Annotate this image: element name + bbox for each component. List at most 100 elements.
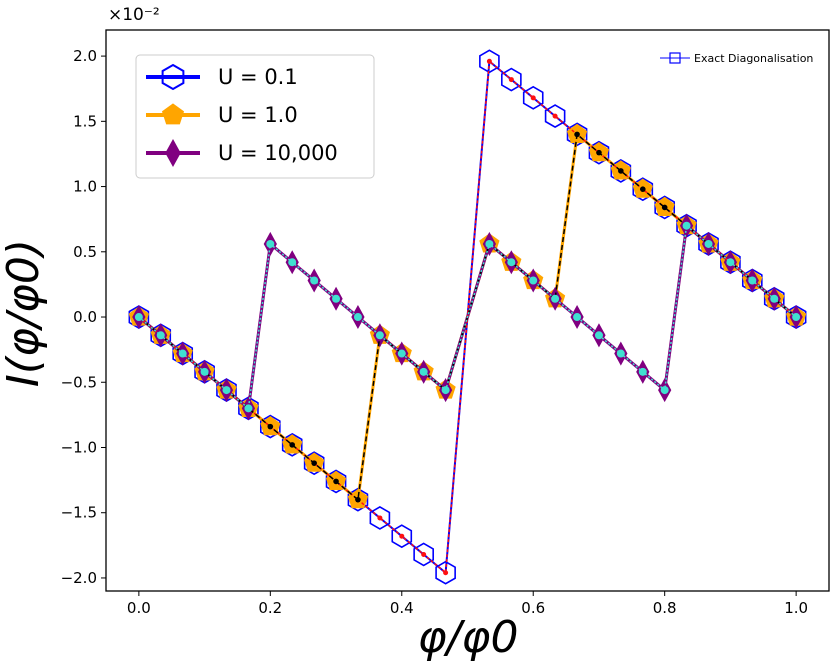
exact-dot-u10000-4 bbox=[222, 386, 231, 395]
y-tick-label-3: −0.5 bbox=[61, 373, 97, 391]
exact-dot-u10-22 bbox=[639, 186, 646, 192]
exact-dot-u10000-18 bbox=[551, 294, 560, 303]
exact-dot-u01-12 bbox=[399, 533, 405, 539]
exact-dot-u10000-24 bbox=[682, 221, 691, 230]
exact-dot-u10000-12 bbox=[397, 349, 406, 358]
y-tick-label-4: 0.0 bbox=[73, 308, 97, 326]
legend-label-u10000: U = 10,000 bbox=[218, 141, 338, 165]
marker-u01-20 bbox=[588, 140, 610, 165]
exact-dot-u10000-27 bbox=[748, 276, 757, 285]
y-tick-label-8: 2.0 bbox=[73, 47, 97, 65]
legend-item-u10000: U = 10,000 bbox=[146, 138, 338, 168]
legend-item-u01: U = 0.1 bbox=[146, 63, 298, 91]
marker-u01-23 bbox=[654, 195, 676, 220]
exact-dot-u10000-17 bbox=[529, 276, 538, 285]
exact-dot-u10-8 bbox=[311, 460, 317, 466]
exact-line-u10000 bbox=[138, 224, 797, 410]
exact-dot-u01-17 bbox=[530, 95, 536, 101]
legend-marker-diamond bbox=[165, 138, 181, 168]
marker-u01-18 bbox=[544, 104, 566, 129]
legend-label-u01: U = 0.1 bbox=[218, 65, 298, 89]
marker-u01-14 bbox=[435, 560, 456, 585]
exact-dot-u10000-13 bbox=[419, 367, 428, 376]
legend-label-exact: Exact Diagonalisation bbox=[694, 52, 813, 65]
marker-u01-16 bbox=[501, 67, 522, 92]
exact-dot-u10000-9 bbox=[332, 294, 341, 303]
legend-marker-pentagon bbox=[161, 103, 185, 125]
exact-dot-u01-15 bbox=[486, 58, 492, 64]
x-axis-label: φ/φ0 bbox=[418, 612, 519, 663]
y-tick-label-2: −1.0 bbox=[61, 438, 97, 456]
y-axis-label: I(φ/φ0) bbox=[0, 239, 49, 387]
exact-dot-u10000-23 bbox=[660, 386, 669, 395]
exact-dot-u10000-14 bbox=[441, 386, 450, 395]
exact-dot-u10000-6 bbox=[266, 239, 275, 248]
series-exact bbox=[134, 58, 801, 576]
exact-dot-u10000-7 bbox=[288, 258, 297, 267]
legend-secondary: Exact Diagonalisation bbox=[660, 52, 813, 65]
legend-label-u10: U = 1.0 bbox=[218, 103, 298, 127]
y-offset-text: ×10⁻² bbox=[108, 5, 160, 25]
y-tick-label-1: −1.5 bbox=[61, 504, 97, 522]
exact-dot-u10000-25 bbox=[704, 239, 713, 248]
y-tick-label-6: 1.0 bbox=[73, 178, 97, 196]
exact-dot-u10000-22 bbox=[638, 367, 647, 376]
marker-u01-17 bbox=[522, 85, 544, 110]
exact-dot-u10-19 bbox=[574, 131, 580, 138]
marker-u01-10 bbox=[347, 487, 369, 512]
x-tick-label-5: 1.0 bbox=[784, 599, 808, 617]
x-tick-label-1: 0.2 bbox=[258, 599, 282, 617]
marker-u01-7 bbox=[281, 432, 303, 457]
exact-dot-u10000-8 bbox=[310, 276, 319, 285]
exact-dot-u01-16 bbox=[508, 77, 514, 83]
exact-dot-u10000-26 bbox=[726, 258, 735, 267]
exact-dot-u10000-19 bbox=[573, 313, 582, 322]
x-tick-label-2: 0.4 bbox=[390, 599, 414, 617]
exact-dot-u10000-11 bbox=[375, 331, 384, 340]
exact-dot-u01-11 bbox=[377, 515, 383, 521]
marker-u01-6 bbox=[259, 414, 281, 439]
exact-dot-u10-7 bbox=[289, 442, 296, 448]
exact-dot-u01-13 bbox=[421, 551, 427, 557]
exact-dot-u10000-16 bbox=[507, 258, 516, 267]
legend-frame bbox=[135, 54, 375, 179]
exact-dot-u10-20 bbox=[596, 149, 602, 156]
marker-u01-15 bbox=[479, 49, 500, 74]
exact-dot-u10000-3 bbox=[200, 367, 209, 376]
marker-u01-11 bbox=[369, 506, 391, 530]
y-tick-label-0: −2.0 bbox=[61, 569, 97, 587]
marker-u01-13 bbox=[413, 542, 434, 567]
legend-item-u10: U = 1.0 bbox=[146, 103, 298, 127]
exact-dot-u10000-0 bbox=[134, 313, 143, 322]
marker-u01-21 bbox=[610, 158, 632, 183]
exact-dot-u10000-10 bbox=[353, 313, 362, 322]
exact-dot-u10000-2 bbox=[178, 349, 187, 358]
exact-dot-u10000-20 bbox=[594, 331, 603, 340]
marker-u01-9 bbox=[325, 469, 347, 494]
x-tick-label-4: 0.8 bbox=[653, 599, 677, 617]
exact-dot-u01-14 bbox=[443, 570, 449, 576]
exact-dot-u10-6 bbox=[267, 423, 274, 430]
exact-dot-u10-10 bbox=[355, 496, 361, 503]
exact-dot-u10000-15 bbox=[485, 239, 494, 248]
exact-dot-u10000-1 bbox=[156, 331, 165, 340]
marker-u01-12 bbox=[391, 524, 413, 549]
series-layer bbox=[128, 49, 807, 585]
x-tick-label-0: 0.0 bbox=[127, 599, 151, 617]
exact-dot-u10-21 bbox=[618, 168, 624, 174]
plot-frame bbox=[105, 29, 830, 592]
exact-dot-u10000-29 bbox=[792, 313, 801, 322]
exact-dot-u10-23 bbox=[661, 204, 668, 211]
y-tick-label-5: 0.5 bbox=[73, 243, 97, 261]
legend-marker-square bbox=[669, 52, 681, 64]
exact-dot-u10000-5 bbox=[244, 404, 253, 413]
exact-dot-u10000-28 bbox=[770, 294, 779, 303]
marker-u01-22 bbox=[632, 177, 654, 202]
y-tick-label-7: 1.5 bbox=[73, 112, 97, 130]
exact-dot-u01-18 bbox=[552, 113, 558, 119]
legend-marker-hexagon bbox=[161, 63, 185, 91]
legend: U = 0.1 U = 1.0 U = 10,000 bbox=[135, 54, 375, 179]
exact-dot-u10-9 bbox=[333, 478, 339, 485]
